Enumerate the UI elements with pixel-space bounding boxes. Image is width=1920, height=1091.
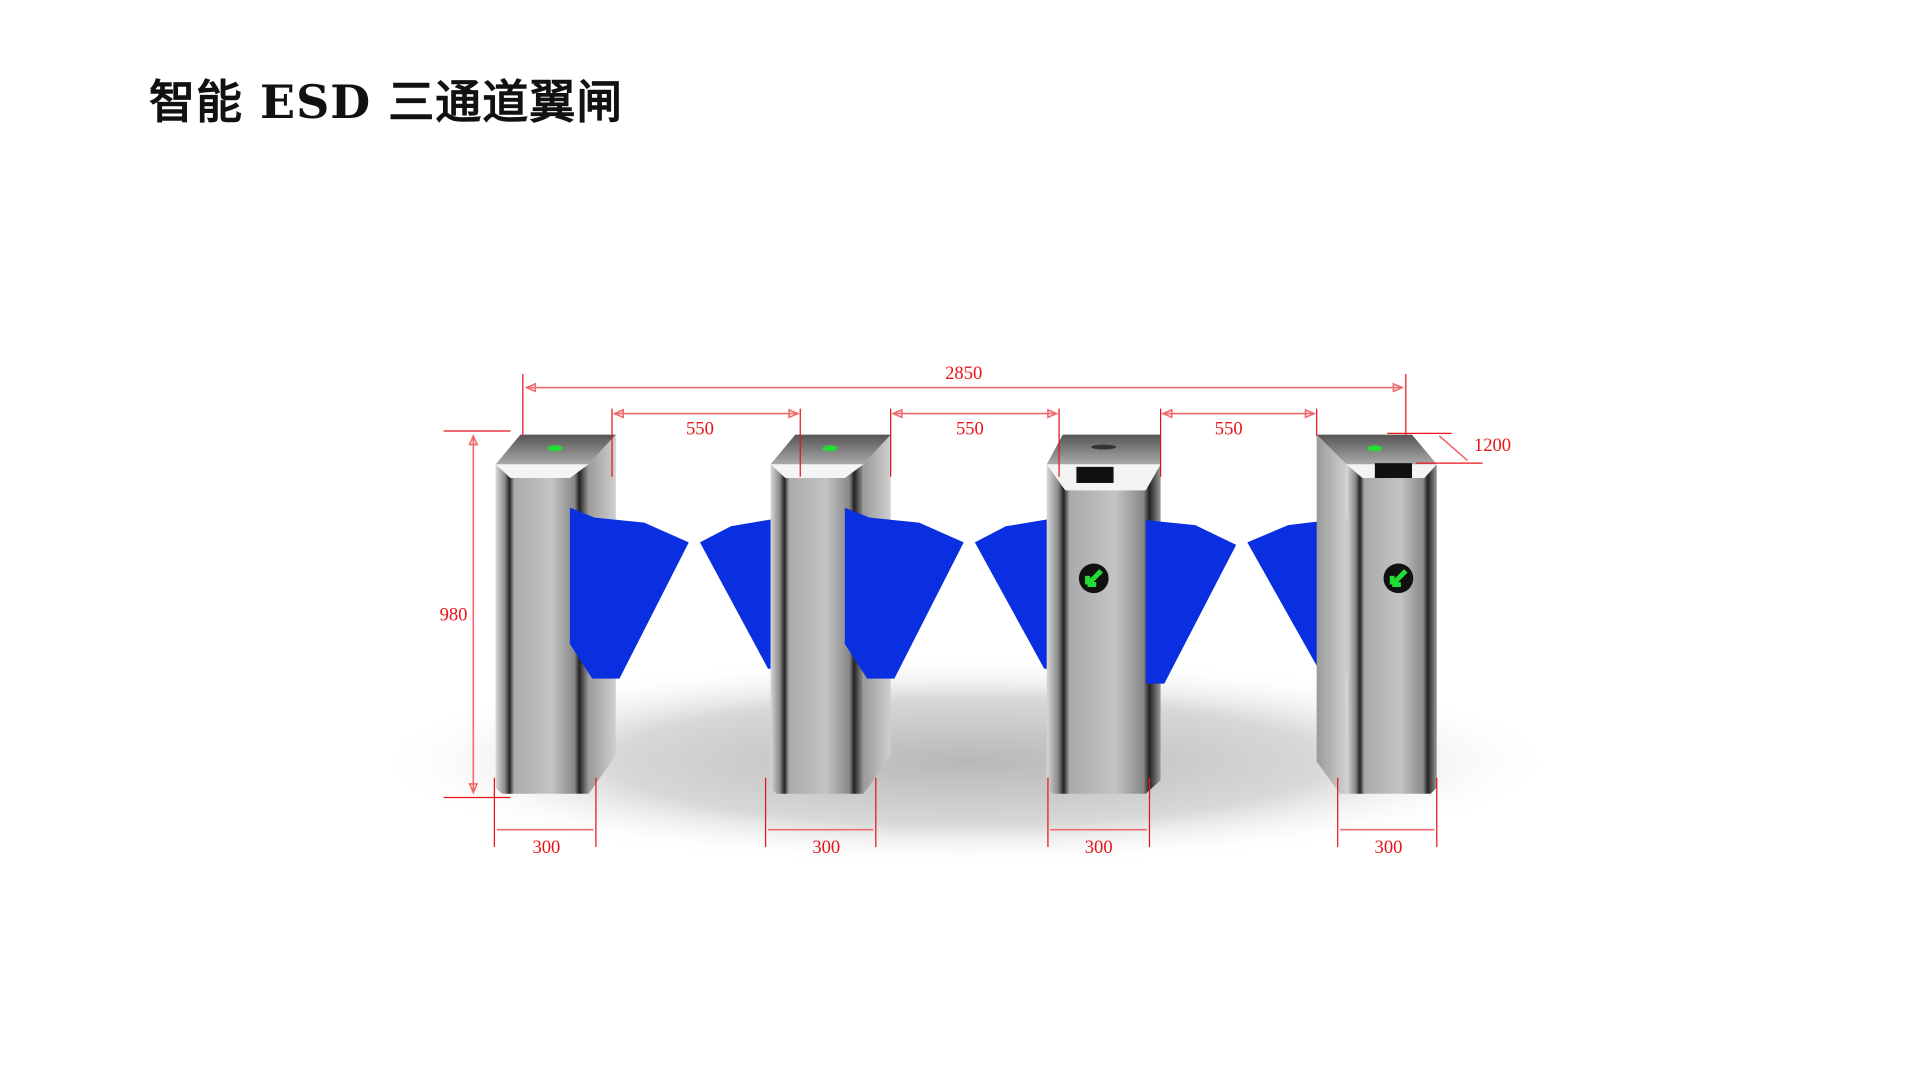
flap-2-left xyxy=(699,518,775,669)
dimension-lines xyxy=(443,373,1483,848)
flap-1-right xyxy=(569,507,689,679)
post-width-label-1: 300 xyxy=(532,837,560,858)
flap-3-left xyxy=(974,518,1051,669)
indicator-light-icon xyxy=(1367,445,1383,452)
post-width-label-3: 300 xyxy=(1085,837,1113,858)
post-4 xyxy=(1316,434,1437,794)
post-3 xyxy=(1046,434,1161,794)
post-width-label-4: 300 xyxy=(1375,837,1403,858)
flap-2-right xyxy=(844,507,964,679)
flap-3-right xyxy=(1145,520,1237,684)
floor-shadow xyxy=(371,656,1561,867)
lane-width-label-3: 550 xyxy=(1215,419,1243,440)
depth-label: 1200 xyxy=(1474,435,1511,456)
lane-width-label-2: 550 xyxy=(956,419,984,440)
total-width-label: 2850 xyxy=(945,363,982,384)
page-title: 智能 ESD 三通道翼闸 xyxy=(149,75,624,129)
lane-width-label-1: 550 xyxy=(686,419,714,440)
height-label: 980 xyxy=(440,604,468,625)
indicator-light-icon xyxy=(547,445,563,452)
post-width-label-2: 300 xyxy=(812,837,840,858)
indicator-light-icon xyxy=(822,445,838,452)
